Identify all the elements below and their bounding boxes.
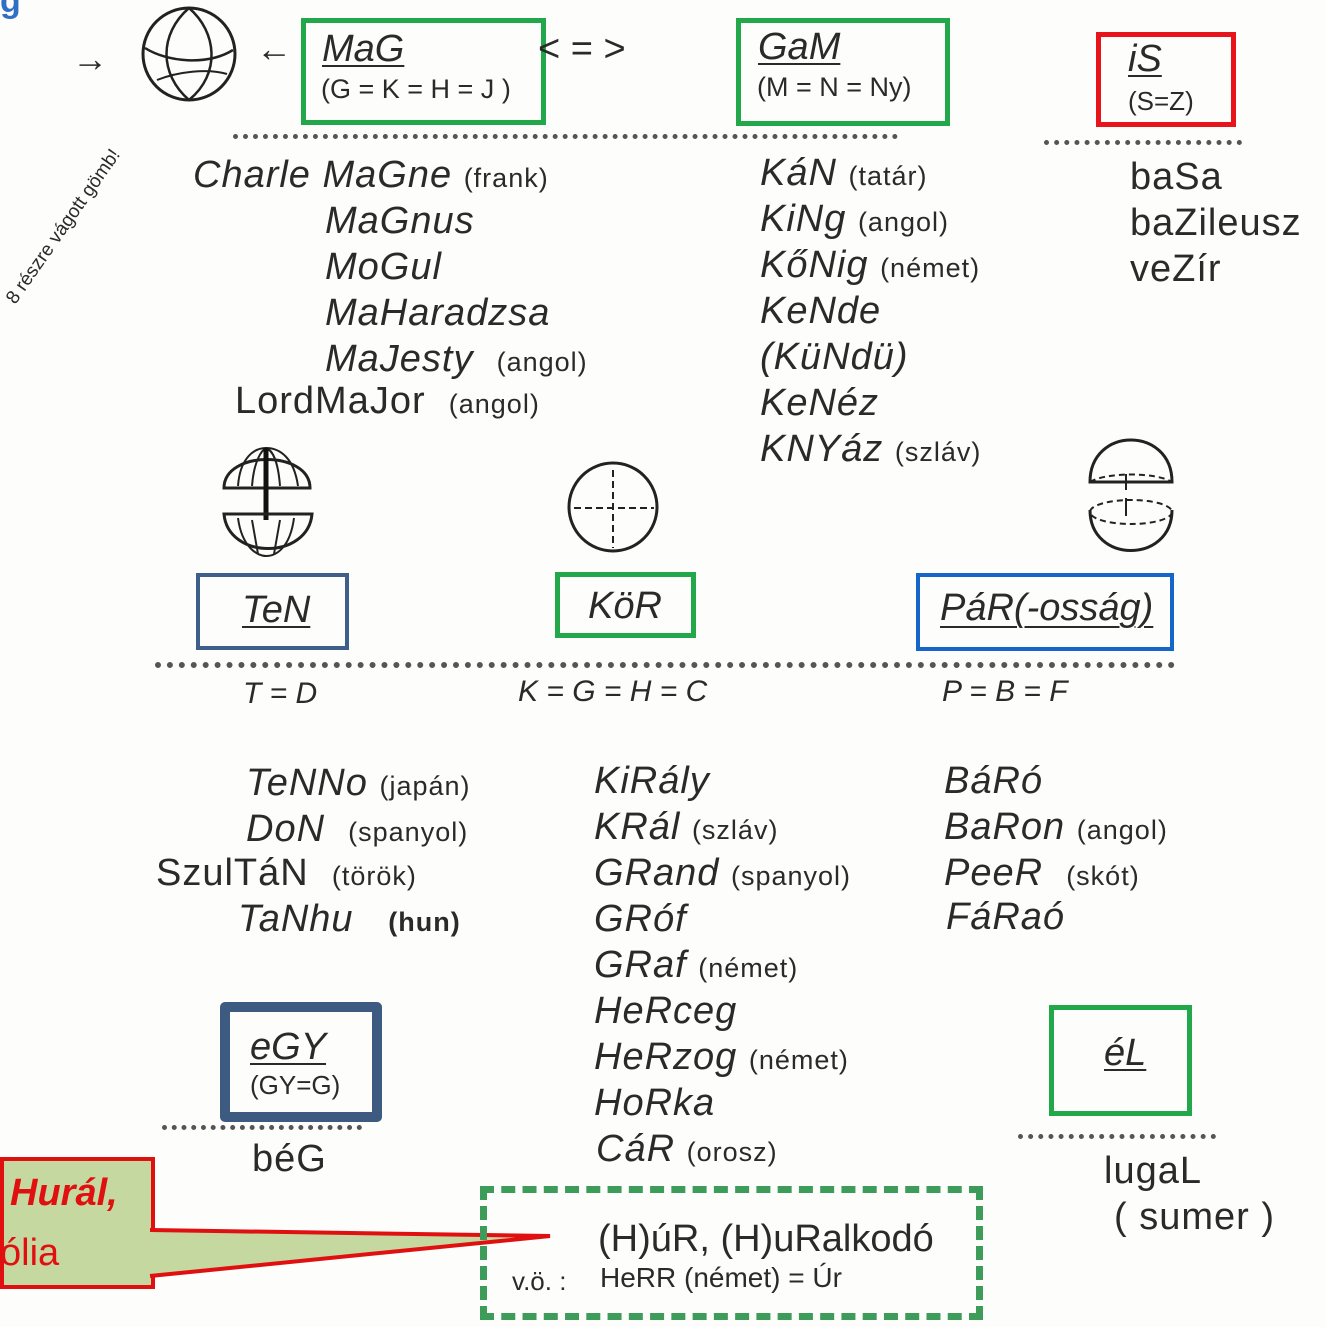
arrow-left-icon: ←	[256, 28, 292, 69]
mag-rule: (G = K = H = J )	[321, 74, 511, 104]
gam-box	[736, 18, 950, 126]
divider-middle	[155, 662, 1175, 668]
divider-top-left	[233, 134, 898, 139]
ur-prefix: v.ö. :	[512, 1266, 567, 1296]
corner-mark: g	[0, 0, 21, 20]
mag-word: MaHaradzsa	[325, 292, 551, 334]
ten-word: SzulTáN (török)	[156, 852, 417, 894]
gam-word: KiNg (angol)	[760, 198, 949, 240]
kor-word: CáR (orosz)	[596, 1128, 778, 1170]
par-word: BáRó	[944, 760, 1044, 802]
kor-word: HeRceg	[594, 990, 738, 1032]
relation-sign: < = >	[538, 28, 626, 70]
mag-word: MaJesty (angol)	[325, 338, 588, 380]
rotated-note: 8 részre vágott gömb!	[2, 145, 125, 309]
ur-main: (H)úR, (H)uRalkodó	[598, 1218, 934, 1260]
is-word: veZír	[1130, 248, 1222, 290]
gam-rule: (M = N = Ny)	[757, 72, 912, 102]
egy-word: béG	[252, 1138, 327, 1180]
kor-root: KöR	[588, 585, 662, 627]
is-word: baSa	[1130, 156, 1223, 198]
kor-rule: K = G = H = C	[518, 675, 708, 708]
callout-line1: Hurál,	[10, 1172, 118, 1214]
egy-root: eGY	[250, 1026, 327, 1068]
is-word: baZileusz	[1130, 202, 1302, 244]
gam-word: (KüNdü)	[760, 336, 909, 378]
par-word: BaRon (angol)	[944, 806, 1168, 848]
el-word: lugaL	[1104, 1150, 1202, 1192]
kor-word: GRand (spanyol)	[594, 852, 852, 894]
mag-root: MaG	[322, 28, 405, 70]
egy-box	[220, 1002, 382, 1122]
arrow-right-icon: →	[72, 38, 108, 79]
callout-pointer	[149, 1228, 551, 1278]
callout-line2: ólia	[0, 1232, 60, 1274]
kor-word: GRaf (német)	[594, 944, 799, 986]
is-rule: (S=Z)	[1128, 86, 1194, 116]
par-word: FáRaó	[946, 896, 1066, 938]
egy-rule: (GY=G)	[250, 1070, 341, 1100]
ten-rule: T = D	[243, 677, 318, 710]
kor-word: KRál (szláv)	[594, 806, 779, 848]
gam-word: KeNéz	[760, 382, 880, 424]
gam-word: KeNde	[760, 290, 882, 332]
callout-box	[0, 1157, 155, 1289]
ten-word: DoN (spanyol)	[246, 808, 469, 850]
mag-word: LordMaJor (angol)	[235, 380, 540, 422]
par-rule: P = B = F	[942, 675, 1068, 708]
ten-root: TeN	[242, 589, 311, 631]
mag-word: MoGul	[325, 246, 442, 288]
ten-word: TeNNo (japán)	[246, 762, 471, 804]
gam-word: KőNig (német)	[760, 244, 981, 286]
gam-word: KáN (tatár)	[760, 152, 928, 194]
kor-word: HoRka	[594, 1082, 716, 1124]
par-root: PáR(-osság)	[940, 587, 1154, 629]
ten-box	[196, 573, 349, 650]
par-word: PeeR (skót)	[944, 852, 1140, 894]
ten-word: TaNhu (hun)	[238, 898, 461, 940]
kor-box	[555, 572, 696, 638]
ur-box	[480, 1186, 983, 1320]
mag-word: Charle MaGne (frank)	[193, 154, 549, 196]
mag-box	[301, 18, 546, 125]
divider-el	[1018, 1134, 1216, 1139]
kor-word: KiRály	[594, 760, 710, 802]
par-box	[916, 573, 1174, 651]
el-box	[1049, 1005, 1192, 1116]
el-note: ( sumer )	[1114, 1196, 1275, 1238]
gam-root: GaM	[758, 26, 841, 68]
divider-top-right	[1044, 140, 1242, 145]
split-sphere-icon	[222, 446, 314, 557]
gam-word: KNYáz (szláv)	[760, 428, 982, 470]
globe-icon	[141, 6, 237, 102]
mag-word: MaGnus	[325, 200, 475, 242]
is-box	[1096, 32, 1236, 127]
ur-sub: HeRR (német) = Úr	[600, 1262, 842, 1293]
quartered-circle-icon	[567, 461, 659, 553]
divider-egy	[162, 1125, 362, 1130]
is-root: iS	[1128, 38, 1162, 80]
halved-sphere-icon	[1088, 438, 1174, 552]
kor-word: HeRzog (német)	[594, 1036, 849, 1078]
el-root: éL	[1104, 1032, 1147, 1074]
kor-word: GRóf	[594, 898, 687, 940]
